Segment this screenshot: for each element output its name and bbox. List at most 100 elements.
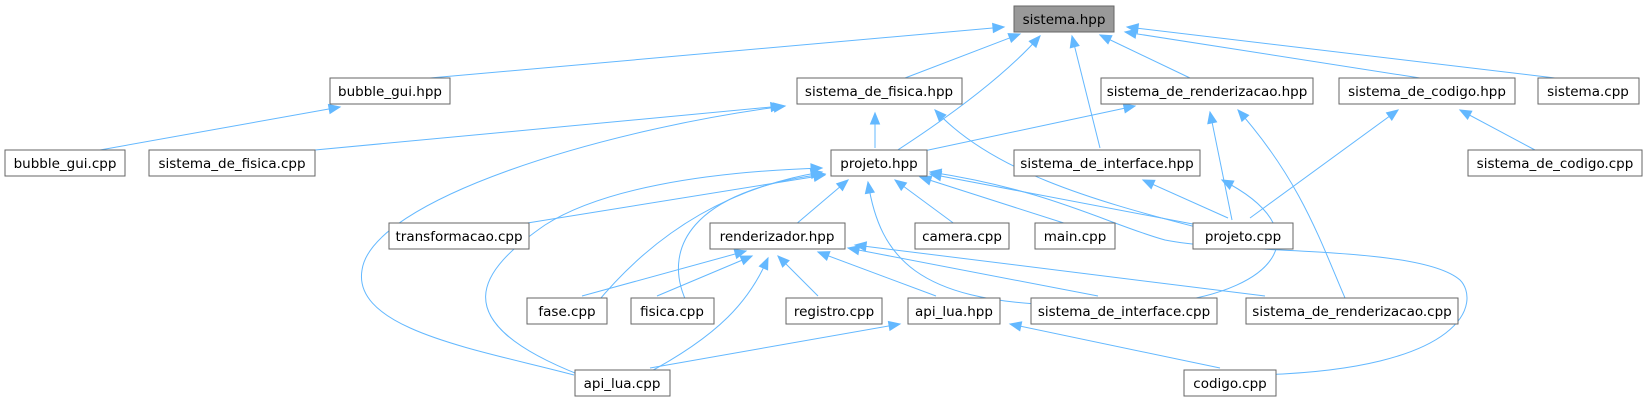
arrowhead: [327, 103, 342, 115]
arrowhead: [918, 175, 933, 186]
node-fase-cpp[interactable]: fase.cpp: [526, 297, 608, 325]
edge-sistema-de-codigo-cpp-to-sistema-de-codigo-hpp: [1459, 109, 1536, 151]
node-sistema-de-fisica-hpp[interactable]: sistema_de_fisica.hpp: [796, 77, 963, 105]
node-projeto-hpp[interactable]: projeto.hpp: [830, 149, 928, 177]
edge-bubble-gui-hpp-to-sistema-hpp: [429, 26, 1005, 79]
svg-text:fisica.cpp: fisica.cpp: [640, 304, 704, 320]
arrowhead: [1385, 109, 1400, 121]
svg-text:main.cpp: main.cpp: [1044, 229, 1107, 245]
node-sistema-hpp[interactable]: sistema.hpp: [1013, 5, 1115, 33]
node-transformacao-cpp[interactable]: transformacao.cpp: [388, 222, 530, 250]
node-sistema-de-interface-cpp[interactable]: sistema_de_interface.cpp: [1030, 297, 1218, 325]
node-sistema-de-renderizacao-cpp[interactable]: sistema_de_renderizacao.cpp: [1245, 297, 1459, 325]
svg-text:sistema_de_renderizacao.cpp: sistema_de_renderizacao.cpp: [1252, 304, 1451, 320]
edge-bubble-gui-cpp-to-bubble-gui-hpp: [99, 106, 341, 151]
svg-text:sistema_de_fisica.cpp: sistema_de_fisica.cpp: [158, 156, 305, 172]
node-sistema-de-fisica-cpp[interactable]: sistema_de_fisica.cpp: [148, 149, 316, 177]
node-sistema-de-interface-hpp[interactable]: sistema_de_interface.hpp: [1013, 149, 1201, 177]
edge-renderizador-hpp-to-projeto-hpp: [794, 179, 849, 226]
svg-text:fase.cpp: fase.cpp: [538, 304, 595, 320]
edge-codigo-cpp-to-projeto-hpp: [929, 171, 1468, 376]
edge-sistema-de-renderizacao-hpp-to-sistema-hpp: [1099, 34, 1191, 79]
node-codigo-cpp[interactable]: codigo.cpp: [1183, 369, 1277, 397]
edge-sistema-de-interface-cpp-to-projeto-hpp: [867, 181, 1056, 306]
edge-sistema-de-renderizacao-cpp-to-sistema-de-renderizacao-hpp: [1237, 109, 1346, 299]
node-registro-cpp[interactable]: registro.cpp: [785, 297, 883, 325]
node-projeto-cpp[interactable]: projeto.cpp: [1192, 222, 1294, 250]
edge-sistema-de-renderizacao-cpp-to-renderizador-hpp: [854, 244, 1266, 297]
arrowhead: [816, 251, 831, 261]
graph-nodes: sistema.hpp bubble_gui.hpp sistema_de_fi…: [4, 5, 1643, 397]
svg-text:codigo.cpp: codigo.cpp: [1193, 376, 1266, 392]
edge-fase-cpp-to-renderizador-hpp: [581, 250, 747, 297]
edge-projeto-cpp-to-sistema-de-codigo-hpp: [1249, 109, 1399, 219]
edge-projeto-cpp-to-projeto-hpp: [929, 173, 1199, 226]
svg-text:registro.cpp: registro.cpp: [794, 304, 874, 320]
node-sistema-cpp[interactable]: sistema.cpp: [1537, 77, 1640, 105]
edge-sistema-de-fisica-cpp-to-sistema-de-fisica-hpp: [314, 105, 783, 151]
edge-fisica-cpp-to-projeto-hpp: [677, 173, 826, 306]
svg-text:sistema_de_interface.hpp: sistema_de_interface.hpp: [1020, 156, 1193, 172]
svg-text:projeto.hpp: projeto.hpp: [840, 156, 917, 172]
arrowhead: [1028, 35, 1041, 49]
node-sistema-de-renderizacao-hpp[interactable]: sistema_de_renderizacao.hpp: [1100, 77, 1314, 105]
edge-main-cpp-to-projeto-hpp: [919, 176, 1071, 226]
arrowhead: [893, 179, 908, 192]
svg-text:sistema_de_fisica.hpp: sistema_de_fisica.hpp: [805, 84, 953, 100]
node-renderizador-hpp[interactable]: renderizador.hpp: [709, 222, 846, 250]
svg-text:camera.cpp: camera.cpp: [922, 229, 1002, 245]
arrowhead: [1141, 179, 1156, 190]
arrowhead: [810, 163, 824, 174]
arrowhead: [1207, 110, 1218, 125]
node-main-cpp[interactable]: main.cpp: [1034, 222, 1116, 250]
svg-text:sistema_de_codigo.hpp: sistema_de_codigo.hpp: [1348, 84, 1506, 100]
edge-projeto-hpp-to-sistema-hpp: [889, 35, 1041, 156]
svg-text:sistema.hpp: sistema.hpp: [1023, 12, 1106, 28]
arrowhead: [846, 245, 861, 256]
svg-text:api_lua.hpp: api_lua.hpp: [915, 304, 993, 320]
arrowhead: [1123, 28, 1138, 39]
svg-text:bubble_gui.cpp: bubble_gui.cpp: [14, 156, 117, 172]
node-api-lua-cpp[interactable]: api_lua.cpp: [574, 369, 671, 397]
edge-api-lua-cpp-to-api-lua-hpp: [649, 323, 901, 369]
graph-arrowheads: [327, 22, 1473, 332]
svg-text:transformacao.cpp: transformacao.cpp: [395, 229, 522, 245]
arrowhead: [1007, 33, 1022, 43]
edge-sistema-de-interface-cpp-to-renderizador-hpp: [847, 247, 1099, 297]
edge-sistema-de-codigo-hpp-to-sistema-hpp: [1124, 31, 1421, 79]
arrowhead: [1069, 34, 1080, 49]
arrowhead: [777, 255, 790, 268]
svg-text:projeto.cpp: projeto.cpp: [1205, 229, 1281, 245]
arrowhead: [758, 256, 769, 271]
edge-projeto-hpp-to-sistema-de-renderizacao-hpp: [904, 105, 1136, 156]
arrowhead: [887, 320, 902, 332]
svg-text:sistema_de_interface.cpp: sistema_de_interface.cpp: [1038, 304, 1210, 320]
edge-camera-cpp-to-projeto-hpp: [894, 179, 957, 226]
arrowhead: [992, 22, 1006, 34]
edge-fisica-cpp-to-renderizador-hpp: [656, 255, 753, 297]
arrowhead: [772, 102, 787, 113]
node-camera-cpp[interactable]: camera.cpp: [914, 222, 1010, 250]
arrowhead: [869, 111, 881, 125]
node-sistema-de-codigo-hpp[interactable]: sistema_de_codigo.hpp: [1338, 77, 1516, 105]
arrowhead: [853, 241, 868, 252]
svg-text:api_lua.cpp: api_lua.cpp: [584, 376, 661, 392]
svg-text:sistema.cpp: sistema.cpp: [1547, 84, 1629, 100]
node-fisica-cpp[interactable]: fisica.cpp: [630, 297, 715, 325]
node-sistema-de-codigo-cpp[interactable]: sistema_de_codigo.cpp: [1467, 149, 1643, 177]
arrowhead: [739, 255, 754, 266]
node-api-lua-hpp[interactable]: api_lua.hpp: [907, 297, 1001, 325]
svg-text:bubble_gui.hpp: bubble_gui.hpp: [338, 84, 442, 100]
edge-codigo-cpp-to-api-lua-hpp: [1009, 323, 1221, 369]
node-bubble-gui-hpp[interactable]: bubble_gui.hpp: [329, 77, 451, 105]
arrowhead: [928, 168, 943, 179]
arrowhead: [812, 170, 827, 181]
svg-text:sistema_de_codigo.cpp: sistema_de_codigo.cpp: [1477, 156, 1634, 172]
edge-sistema-cpp-to-sistema-hpp: [1126, 26, 1556, 79]
node-bubble-gui-cpp[interactable]: bubble_gui.cpp: [4, 149, 126, 177]
arrowhead: [1098, 34, 1113, 45]
edge-fase-cpp-to-projeto-hpp: [594, 171, 823, 306]
edge-api-lua-cpp-to-sistema-de-fisica-hpp: [361, 105, 786, 376]
edge-projeto-cpp-to-sistema-de-interface-hpp: [1142, 179, 1229, 219]
